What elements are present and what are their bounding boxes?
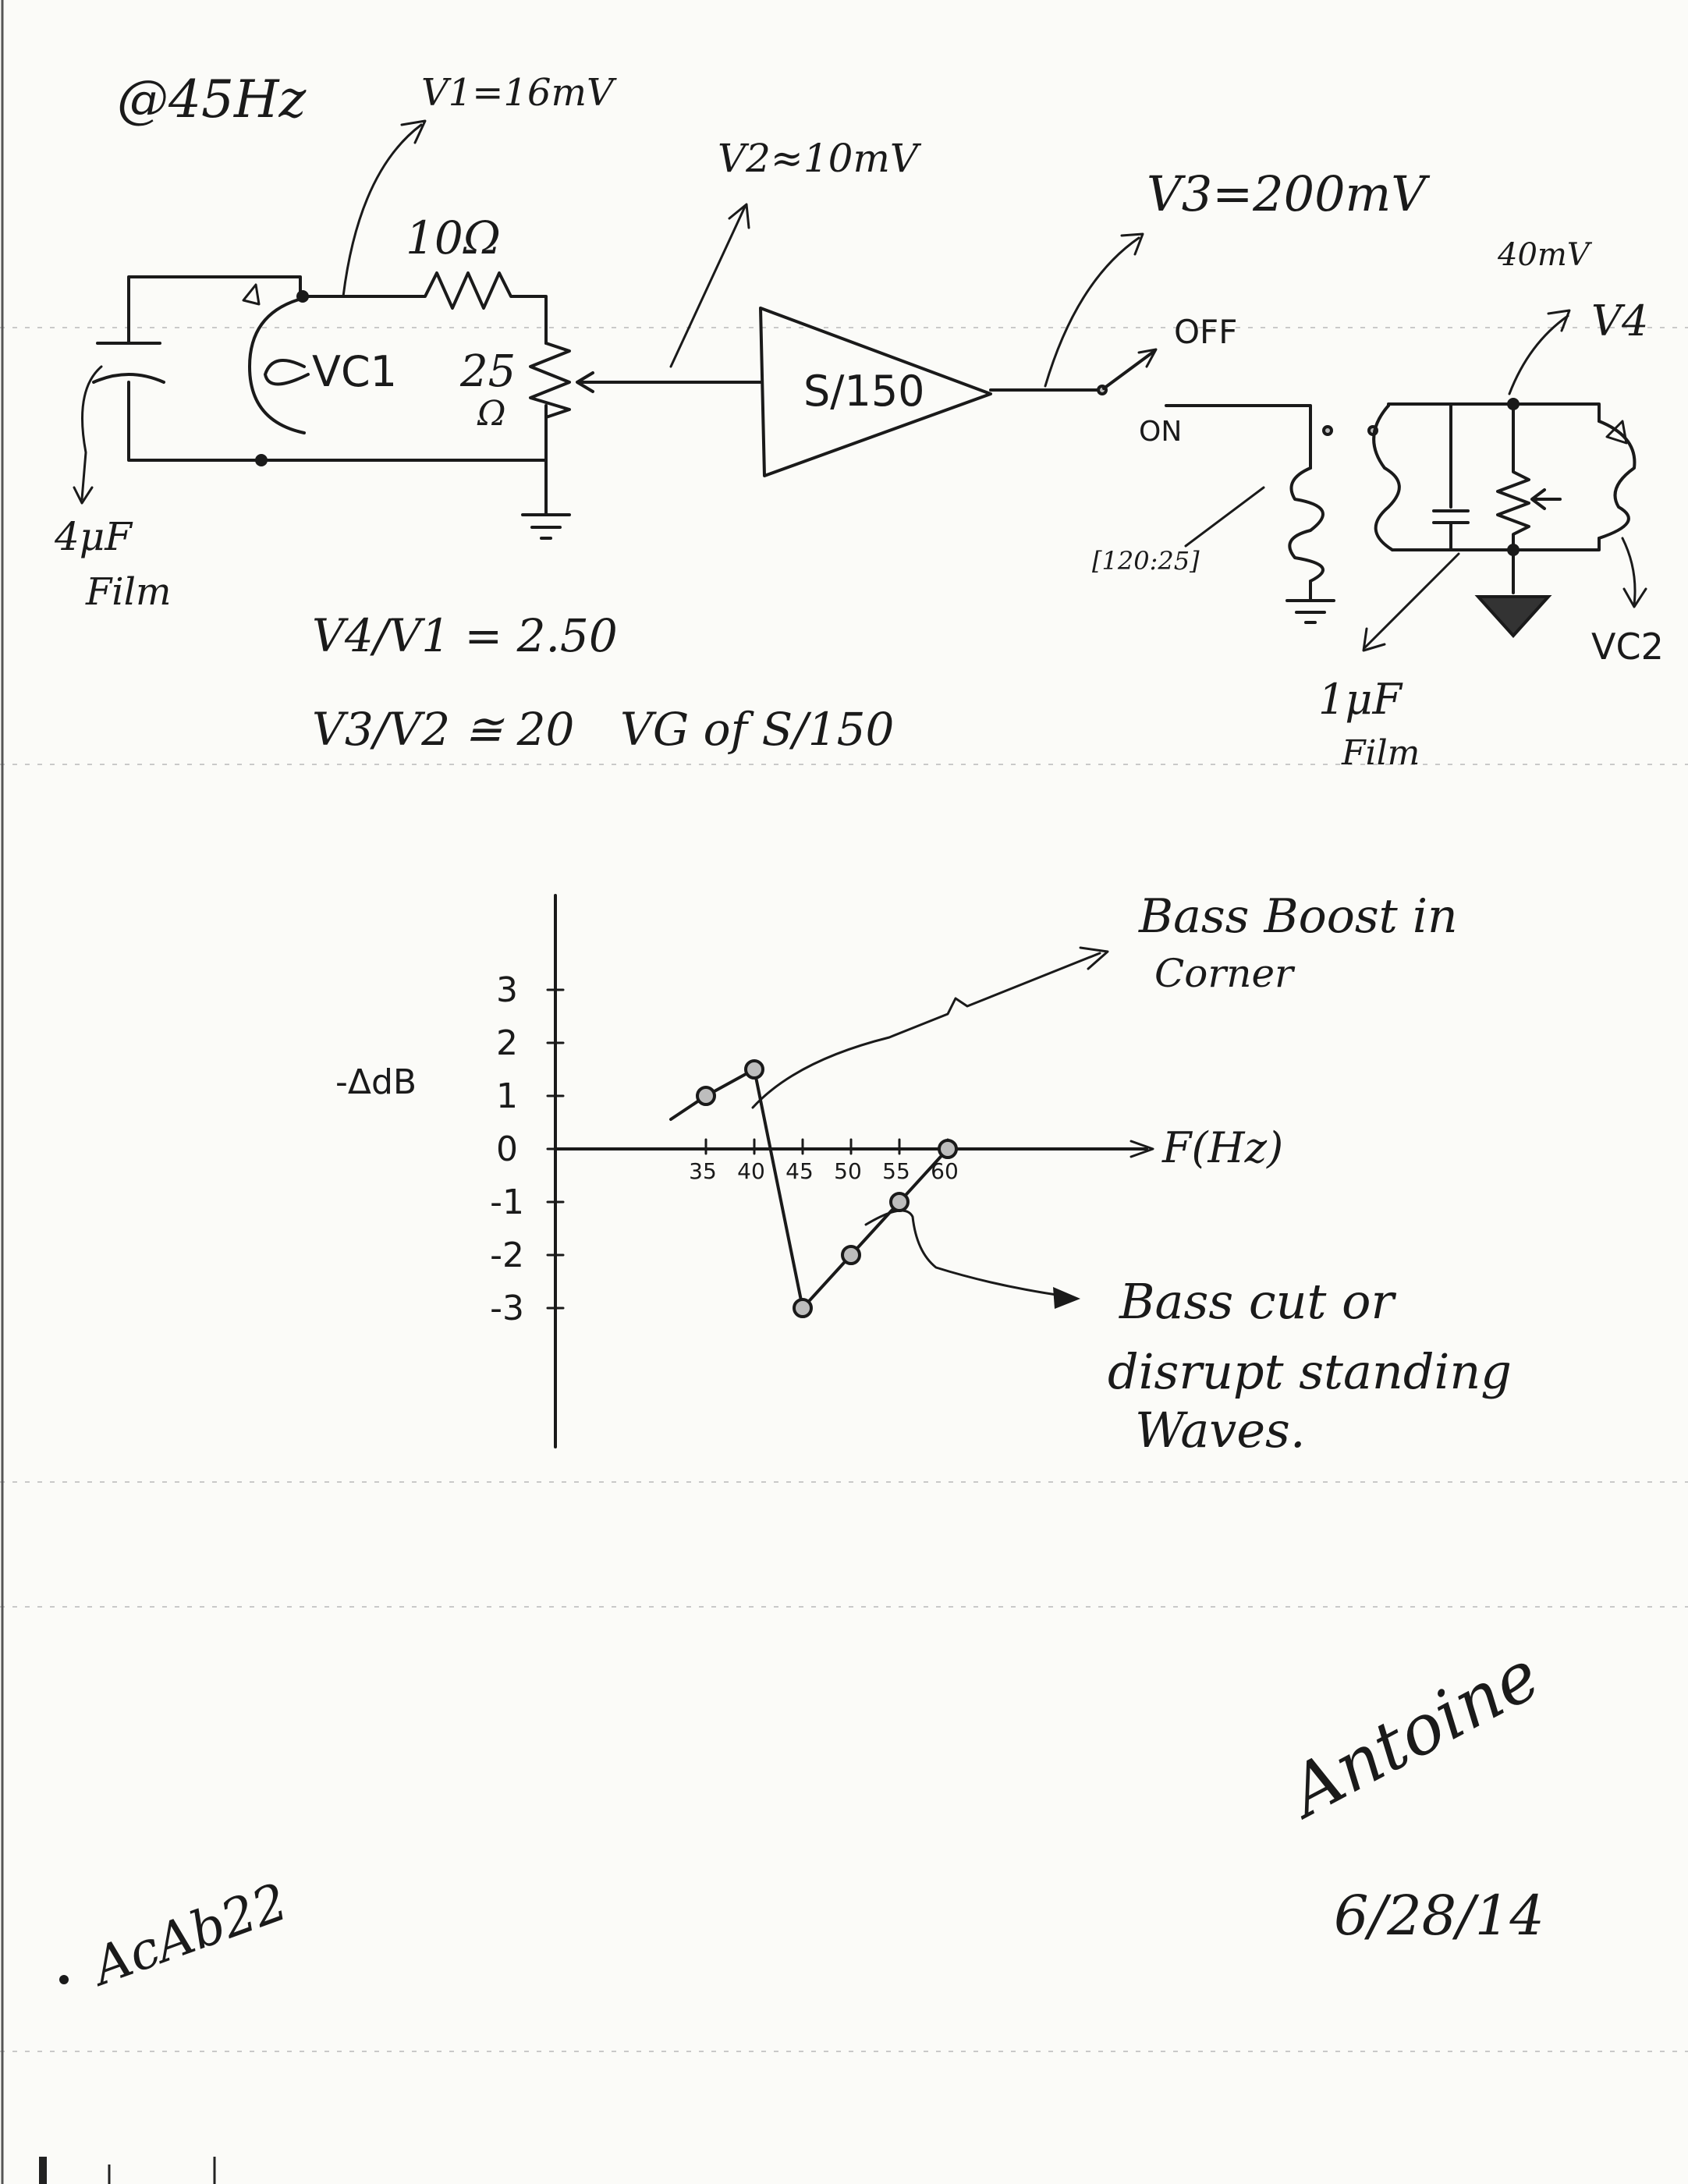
notebook-reference: AcAb22	[80, 1871, 295, 1998]
signature-date: 6/28/14	[1334, 1884, 1544, 1948]
chart-x-axis-arrow	[1129, 1140, 1154, 1158]
cut-annotation-arrow	[864, 1209, 1074, 1299]
secondary-potentiometer	[1496, 402, 1530, 551]
chart-series	[669, 1059, 958, 1318]
y-tick-label: 1	[496, 1076, 518, 1116]
cap-right-type: Film	[1341, 733, 1420, 773]
annotation-cut-line2: disrupt standing	[1108, 1343, 1512, 1400]
data-point	[938, 1139, 958, 1159]
boost-annotation-arrow	[751, 952, 1101, 1109]
data-point	[744, 1059, 764, 1080]
v4-node	[1507, 398, 1520, 410]
pot-value: 25	[459, 346, 516, 397]
x-tick-label: 35	[689, 1158, 717, 1184]
data-point	[793, 1298, 813, 1318]
resistor-10-ohm	[301, 271, 548, 345]
cap-1uf-arrow	[1364, 552, 1460, 649]
cap-4uf-plate-bottom	[92, 373, 165, 384]
ground-symbol-right	[1474, 548, 1552, 638]
left-loop-bottom-wire	[127, 412, 263, 462]
scan-artifact	[39, 2157, 47, 2184]
switch-blade	[1102, 349, 1156, 390]
pot-unit: Ω	[477, 394, 505, 434]
circuit-schematic: @45Hz 4μF Film VC1 10Ω 25 Ω	[54, 69, 1664, 773]
gain-note: VG of S/150	[620, 703, 894, 756]
frequency-response-chart: 3 2 1 0 -1 -2 -3 35 40 45 50 55 60 -ΔdB …	[335, 889, 1512, 1459]
x-tick-label: 50	[834, 1158, 862, 1184]
vc2-arrow	[1621, 537, 1637, 606]
y-tick-labels: 3 2 1 0 -1 -2 -3	[490, 970, 524, 1328]
potentiometer-25-ohm	[529, 342, 571, 509]
cap-right-value: 1μF	[1318, 675, 1403, 724]
v2-arrow	[669, 205, 746, 368]
vc1-node-bottom	[255, 454, 268, 466]
vc1-coil-outer	[248, 296, 306, 434]
ratio-arrow	[1184, 486, 1265, 548]
y-tick-label: 3	[496, 970, 518, 1010]
turns-ratio-label: [120:25]	[1092, 546, 1200, 576]
secondary-top-wire	[1387, 402, 1601, 423]
series-line	[704, 1068, 949, 1310]
cap-4uf-arrow	[80, 365, 103, 501]
left-loop-top-wire	[127, 275, 302, 345]
x-tick-label: 45	[785, 1158, 814, 1184]
y-tick-label: -3	[490, 1289, 524, 1328]
switch-off-label: OFF	[1174, 313, 1237, 351]
secondary-bottom-wire	[1391, 537, 1601, 551]
v4-label: V4	[1591, 296, 1648, 346]
polarity-mark-left	[242, 283, 261, 306]
frequency-note: @45Hz	[117, 69, 307, 129]
x-tick-marks	[704, 1138, 949, 1155]
amplifier-s150	[759, 307, 992, 477]
switch-on-wire	[1165, 404, 1312, 470]
cap-left-value: 4μF	[54, 514, 133, 559]
amp-label: S/150	[803, 367, 925, 416]
transformer-primary	[1286, 466, 1335, 624]
r1-label: 10Ω	[406, 211, 501, 264]
data-point	[696, 1086, 716, 1106]
v3-label: V3=200mV	[1147, 165, 1431, 222]
v1-arrow	[342, 123, 423, 298]
y-tick-marks	[546, 988, 565, 1310]
y-tick-label: 2	[496, 1023, 518, 1063]
switch-on-label: ON	[1139, 416, 1182, 448]
ratio-v3-v2: V3/V2 ≅ 20	[312, 703, 574, 756]
annotation-cut-line1: Bass cut or	[1119, 1273, 1396, 1330]
x-tick-label: 55	[882, 1158, 910, 1184]
ratio-v4-v1: V4/V1 = 2.50	[312, 609, 618, 662]
x-tick-label: 40	[737, 1158, 765, 1184]
data-point	[889, 1192, 910, 1212]
v3-arrow	[1044, 236, 1140, 388]
y-tick-label: -1	[490, 1182, 524, 1222]
notebook-ruling	[0, 327, 1688, 2052]
signature-block: Antoine 6/28/14 AcAb22	[59, 1634, 1552, 1998]
primary-phase-dot	[1322, 425, 1333, 436]
annotation-boost-line2: Corner	[1154, 951, 1296, 996]
x-tick-labels: 35 40 45 50 55 60	[689, 1158, 959, 1184]
chart-y-label: -ΔdB	[335, 1062, 417, 1102]
polarity-mark-right	[1605, 420, 1628, 445]
signature-name: Antoine	[1271, 1634, 1552, 1834]
v4-value-label: 40mV	[1497, 237, 1593, 273]
annotation-boost-line1: Bass Boost in	[1138, 889, 1458, 944]
v1-label: V1=16mV	[421, 71, 617, 115]
data-point	[841, 1245, 861, 1265]
chart-x-label: F(Hz)	[1161, 1123, 1283, 1172]
annotation-cut-line3: Waves.	[1135, 1402, 1306, 1459]
v4-arrow	[1508, 314, 1569, 395]
vc2-label: VC2	[1591, 626, 1664, 668]
y-tick-label: -2	[490, 1236, 524, 1275]
v2-label: V2≈10mV	[718, 136, 922, 181]
transformer-secondary	[1372, 404, 1401, 551]
y-tick-label: 0	[496, 1129, 518, 1169]
vc1-coil-inner	[264, 359, 310, 386]
cap-left-type: Film	[85, 570, 172, 614]
vc1-label: VC1	[312, 347, 397, 396]
ground-symbol-left	[521, 505, 571, 540]
